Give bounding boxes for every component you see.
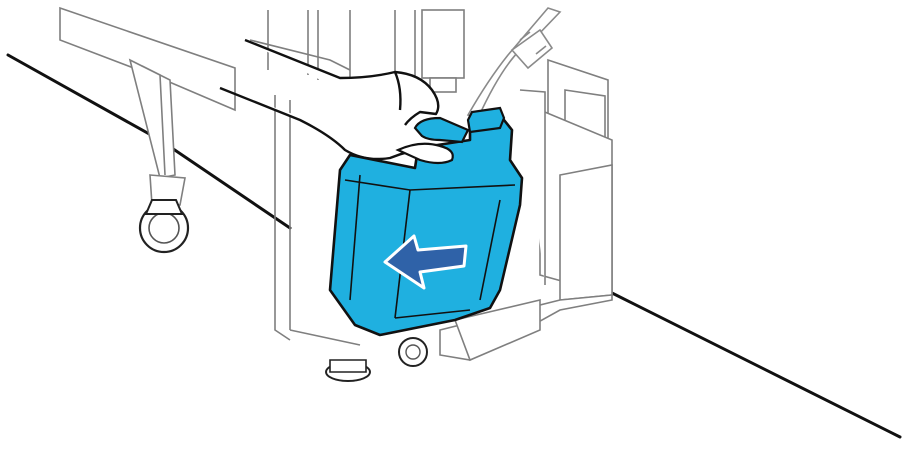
bottle-cap: [468, 108, 504, 132]
front-caster: [326, 338, 427, 381]
waste-tube: [468, 8, 560, 118]
printer-stand: [60, 8, 235, 252]
bottle-handle: [415, 118, 468, 142]
hand-fingers: [398, 144, 453, 163]
